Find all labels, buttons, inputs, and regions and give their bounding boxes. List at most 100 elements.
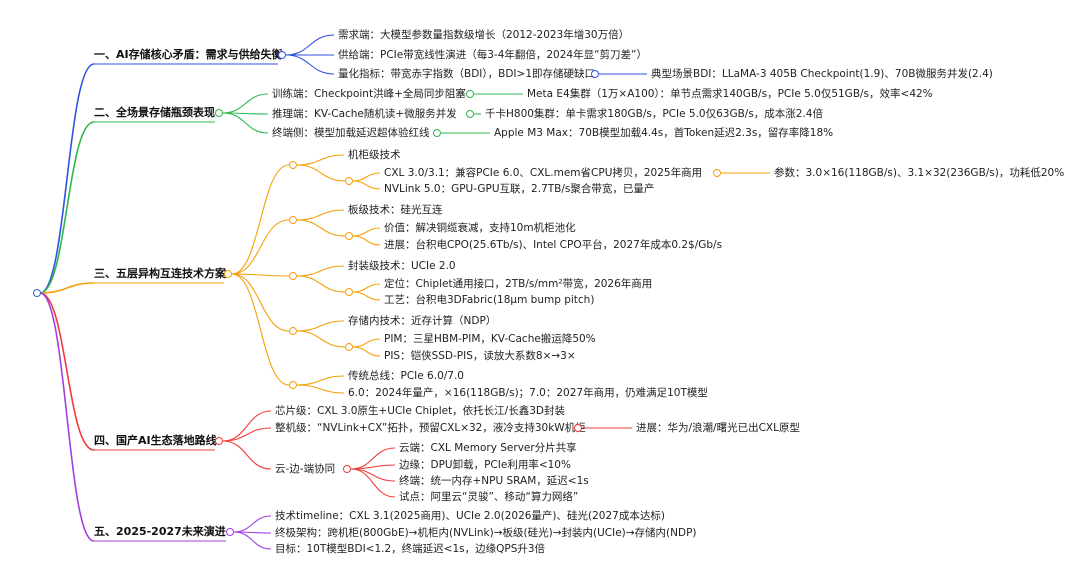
b4-system-dot[interactable] (574, 424, 582, 432)
branch-5-label[interactable]: 五、2025-2027未来演进 (94, 525, 226, 538)
b3-group-1-link (231, 164, 290, 275)
b1-dot[interactable] (278, 51, 286, 59)
b3-group-3-sub-link (296, 275, 346, 293)
b3-photonics-progress[interactable]: 进展：台积电CPO(25.6Tb/s)、Intel CPO平台，2027年成本0… (384, 239, 723, 251)
b3-group-3-link (231, 273, 290, 277)
b2-inference-detail[interactable]: 千卡H800集群：单卡需求180GB/s，PCIe 5.0仅63GB/s，成本涨… (485, 108, 823, 120)
b4-chip-link (222, 410, 272, 442)
b5-timeline-link (233, 515, 272, 533)
b3-group-1-item-b-link (352, 180, 381, 190)
b4-cloud-edge-item-1-link (350, 447, 396, 470)
b4-terminal[interactable]: 终端：统一内存+NPU SRAM，延迟<1s (399, 475, 589, 487)
branch-3-label[interactable]: 三、五层异构互连技术方案 (94, 267, 226, 280)
b3-pcie-detail[interactable]: 6.0：2024年量产，×16(118GB/s)；7.0：2027年商用，仍难满… (348, 387, 708, 399)
b2-edge-dot[interactable] (433, 129, 441, 137)
b2-edge-detail[interactable]: Apple M3 Max：70B模型加载4.4s，首Token延迟2.3s，留存… (494, 127, 834, 139)
branch-1-label[interactable]: 一、AI存储核心矛盾：需求与供给失衡 (94, 48, 283, 61)
b3-pis[interactable]: PIS：铠侠SSD-PIS，读放大系数8×→3× (384, 350, 576, 362)
b5-goals[interactable]: 目标：10T模型BDI<1.2，终端延迟<1s，边缘QPS升3倍 (275, 543, 546, 555)
b3-group-2-item-a-link (352, 227, 381, 237)
b3-pim[interactable]: PIM：三星HBM-PIM，KV-Cache搬运降50% (384, 333, 596, 345)
b4-pilot[interactable]: 试点：阿里云“灵骏”、移动“算力网络” (399, 491, 579, 503)
branch-4-label[interactable]: 四、国产AI生态落地路线 (94, 434, 217, 447)
b1-metric-dot[interactable] (591, 70, 599, 78)
b3-g5-dot[interactable] (289, 381, 297, 389)
b3-ucie-position[interactable]: 定位：Chiplet通用接口，2TB/s/mm²带宽，2026年商用 (384, 278, 653, 290)
b3-g2-sub-dot[interactable] (345, 232, 353, 240)
root-to-b4-link (39, 292, 95, 451)
b4-cloud-edge-dot[interactable] (343, 465, 351, 473)
b3-group-1-sub-link (296, 164, 346, 182)
b3-group-3-item-b-link (352, 291, 381, 301)
b2-inference-dot[interactable] (466, 110, 474, 118)
root-to-b1-link (39, 63, 95, 294)
b3-bus[interactable]: 传统总线：PCIe 6.0/7.0 (348, 370, 464, 382)
b4-edge[interactable]: 边缘：DPU卸载，PCIe利用率<10% (399, 459, 571, 471)
b4-dot[interactable] (215, 437, 223, 445)
b2-inference[interactable]: 推理端：KV-Cache随机读+微服务并发 (272, 108, 457, 120)
b1-demand[interactable]: 需求端：大模型参数量指数级增长（2012-2023年增30万倍） (338, 29, 630, 41)
b3-cxl-dot[interactable] (713, 169, 721, 177)
b4-system[interactable]: 整机级：“NVLink+CX”拓扑，预留CXL×32，液冷支持30kW机柜 (275, 422, 586, 434)
b3-rack[interactable]: 机柜级技术 (348, 149, 401, 161)
b5-goals-link (233, 531, 272, 550)
b3-package[interactable]: 封装级技术：UCIe 2.0 (348, 260, 456, 272)
b1-demand-link (285, 34, 335, 56)
b3-group-1-title-link (296, 154, 345, 166)
b4-cloud-edge-item-3-link (350, 468, 396, 482)
b2-training[interactable]: 训练端：Checkpoint洪峰+全局同步阻塞 (272, 88, 466, 100)
b1-metric-scenarios[interactable]: 典型场景BDI：LLaMA-3 405B Checkpoint(1.9)、70B… (651, 68, 993, 80)
b3-g1-sub-dot[interactable] (345, 177, 353, 185)
b3-cxl-params[interactable]: 参数：3.0×16(118GB/s)、3.1×32(236GB/s)，功耗低20… (774, 167, 1065, 179)
b3-nvlink[interactable]: NVLink 5.0：GPU-GPU互联，2.7TB/s聚合带宽，已量产 (384, 183, 655, 195)
b3-group-4-item-b-link (352, 346, 381, 357)
b3-g3-sub-dot[interactable] (345, 288, 353, 296)
b3-group-4-sub-link (296, 330, 346, 348)
b4-system-link (222, 427, 272, 442)
b1-metric-link (285, 54, 335, 75)
b2-training-detail[interactable]: Meta E4集群（1万×A100）：单节点需求140GB/s，PCIe 5.0… (527, 88, 933, 100)
b3-photonics-value[interactable]: 价值：解决铜缆衰减，支持10m机柜池化 (384, 222, 576, 234)
b3-group-3-item-a-link (352, 283, 381, 293)
b4-system-progress[interactable]: 进展：华为/浪潮/曙光已出CXL原型 (636, 422, 800, 434)
b3-ucie-process[interactable]: 工艺：台积电3DFabric(18μm bump pitch) (384, 294, 595, 306)
b3-g4-dot[interactable] (289, 327, 297, 335)
root-to-b5-link (39, 292, 95, 542)
root-node[interactable] (33, 289, 41, 297)
b3-group-2-sub-link (296, 219, 346, 237)
b3-g1-dot[interactable] (289, 161, 297, 169)
b3-cxl[interactable]: CXL 3.0/3.1：兼容PCIe 6.0、CXL.mem省CPU拷贝，202… (384, 167, 703, 179)
b3-g4-sub-dot[interactable] (345, 343, 353, 351)
b3-g3-dot[interactable] (289, 272, 297, 280)
b4-cloud-edge-item-2-link (350, 464, 396, 470)
b3-group-4-link (231, 273, 290, 332)
b2-edge[interactable]: 终端侧：模型加载延迟超体验红线 (272, 127, 430, 139)
b3-board[interactable]: 板级技术：硅光互连 (348, 204, 443, 216)
b3-storage[interactable]: 存储内技术：近存计算（NDP） (348, 315, 497, 327)
b3-group-2-item-b-link (352, 235, 381, 246)
b3-group-5-link (231, 273, 290, 386)
b3-group-3-title-link (296, 265, 345, 277)
b3-group-2-title-link (296, 209, 345, 221)
root-to-b3-link (39, 282, 95, 294)
b5-timeline[interactable]: 技术timeline：CXL 3.1(2025商用)、UCIe 2.0(2026… (275, 510, 665, 522)
b4-cloud-edge-link (222, 440, 272, 470)
b1-metric[interactable]: 量化指标：带宽赤字指数（BDI），BDI>1即存储硬缺口 (338, 68, 595, 80)
b3-g2-dot[interactable] (289, 216, 297, 224)
b3-group-5-detail-link (296, 384, 345, 394)
b3-group-4-title-link (296, 320, 345, 332)
b3-group-2-link (231, 219, 290, 275)
b2-edge-link (222, 112, 269, 134)
b1-supply[interactable]: 供给端：PCIe带宽线性演进（每3-4年翻倍，2024年显“剪刀差”） (338, 49, 647, 61)
root-to-b2-link (39, 121, 95, 294)
branch-2-label[interactable]: 二、全场景存储瓶颈表现 (94, 106, 215, 119)
b4-chip[interactable]: 芯片级：CXL 3.0原生+UCIe Chiplet，依托长江/长鑫3D封装 (275, 405, 565, 417)
b3-dot[interactable] (224, 270, 232, 278)
b5-dot[interactable] (226, 528, 234, 536)
b4-cloud[interactable]: 云端：CXL Memory Server分片共享 (399, 442, 577, 454)
b4-cloud-edge-item-4-link (350, 468, 396, 498)
b5-architecture[interactable]: 终极架构：跨机柜(800GbE)→机柜内(NVLink)→板级(硅光)→封装内(… (275, 527, 697, 539)
b2-training-dot[interactable] (466, 90, 474, 98)
b2-dot[interactable] (215, 109, 223, 117)
b4-cloud-edge[interactable]: 云-边-端协同 (275, 463, 336, 475)
